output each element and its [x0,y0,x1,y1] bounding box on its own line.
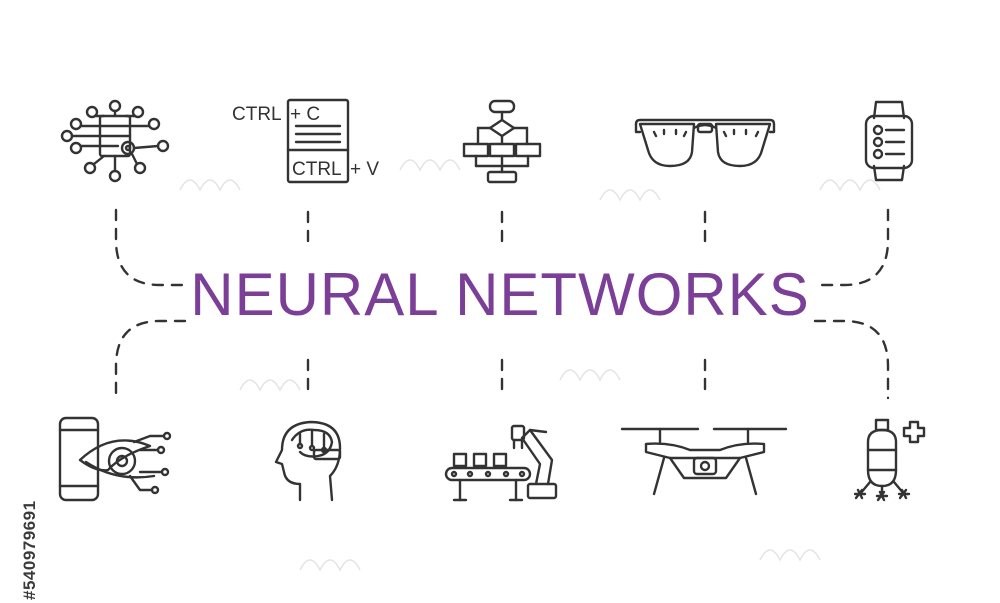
stock-id-text: #540979691 [20,500,39,600]
page-title: NEURAL NETWORKS [190,261,810,328]
smartwatch-icon [864,100,914,182]
stock-id-watermark: #540979691 [8,345,39,600]
ai-brain-head-icon [274,420,342,502]
robotic-assembly-line-icon [444,424,558,502]
copy-paste-labels: CTRL + C CTRL + V [232,104,379,180]
flowchart-icon [462,99,542,184]
plus-v-label: + V [350,159,379,180]
neural-network-icon [60,99,170,183]
smart-glasses-icon [634,118,776,168]
watermark-logos [179,159,881,572]
ctrl-bottom-label: CTRL [292,159,342,180]
connector-lines [114,208,890,400]
copy-paste-icon [286,98,350,184]
ctrl-top-label: CTRL [232,104,282,125]
plus-c-label: + C [290,104,320,125]
mobile-eye-icon [58,416,172,502]
drone-icon [620,427,788,496]
nanobot-icon [853,418,926,502]
